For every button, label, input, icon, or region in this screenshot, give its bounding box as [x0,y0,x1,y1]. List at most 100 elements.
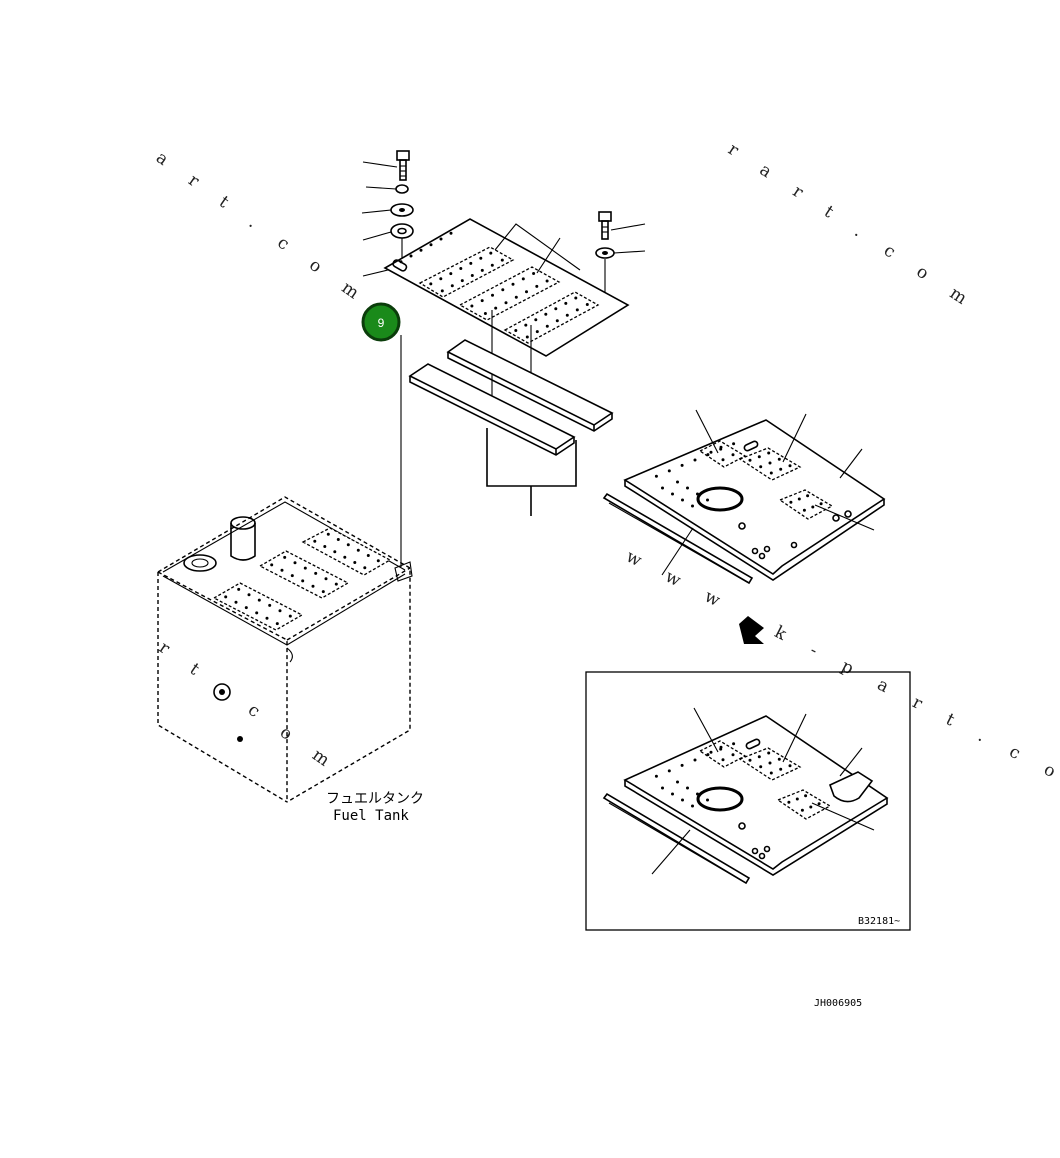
dimple-dot [788,464,792,468]
dimple-dot [525,335,529,339]
dimple-dot [769,771,773,775]
dimple-dot [439,237,443,241]
dimple-dot [326,532,330,536]
dimple-dot [748,458,752,462]
dimple-dot [514,329,518,332]
rubber-washer-left [362,223,414,241]
dimple-dot [429,243,433,247]
dimple-dot [767,751,771,755]
down-arrow-icon [739,616,764,644]
detail-view-frame [585,671,911,931]
dimple-dot [244,606,248,610]
dimple-dot [491,293,494,297]
dimple-dot [731,453,735,457]
dimple-dot [336,538,340,541]
dimple-dot [265,616,269,620]
dimple-dot [691,504,694,508]
dimple-dot [321,590,325,594]
dimple-dot [334,582,338,586]
dimple-dot [555,319,559,323]
dimple-dot [535,330,539,334]
dimple-dot [490,263,494,267]
dimple-dot [676,780,679,784]
dimple-dot [574,296,578,300]
dimple-dot [811,505,815,509]
flat-washer-left [361,203,414,217]
dimple-dot [769,471,773,475]
dimple-dot [275,622,279,626]
dimple-dot [237,587,241,591]
dimple-dot [719,447,723,451]
dimple-dot [806,494,810,498]
floor-plate [623,419,886,581]
dimple-dot [247,593,251,597]
dimple-dot [802,508,806,512]
dimple-dot [706,498,709,502]
dimple-dot [681,498,684,502]
dimple-dot [667,469,671,473]
dimple-dot [788,764,792,768]
dimple-dot [554,307,558,311]
dimple-dot [268,603,272,607]
callout-badge[interactable]: 9 [361,302,401,342]
dimple-dot [680,463,684,467]
dimple-dot [691,804,694,808]
dimple-dot [278,609,282,613]
dimple-dot [759,465,763,469]
dimple-dot [654,774,658,778]
dimple-dot [671,792,674,796]
dimple-dot [777,457,781,461]
floor-seal-strip [602,492,754,585]
fuel-tank-label-jp: フュエルタンク [326,791,424,807]
dimple-dot [504,301,508,305]
dimple-dot [795,797,799,801]
bolt-left [362,150,410,181]
dimple-dot [732,442,736,446]
dimple-dot [270,563,274,567]
dimple-dot [459,267,463,270]
dimple-dot [280,568,284,572]
dimple-dot [800,808,804,812]
dimple-dot [731,753,735,757]
dimple-dot [748,758,752,762]
dimple-dot [525,290,528,294]
watermark-top-right: r a r t . c o m [724,139,980,315]
dimple-dot [480,268,484,272]
dimple-dot [759,765,763,769]
dimple-dot [671,492,674,496]
dimple-dot [521,277,525,281]
dimple-dot [483,312,487,315]
dimple-dot [544,312,548,316]
dimple-dot [696,792,699,796]
dimple-dot [293,561,297,565]
dimple-dot [429,282,433,286]
dimple-dot [511,282,515,286]
watermark-top-left: a r t . c o m [152,148,372,311]
dimple-dot [288,614,292,618]
dimple-dot [779,767,783,771]
dimple-dot [419,248,423,252]
dimple-dot [501,288,505,292]
dimple-dot [353,561,357,564]
dimple-dot [290,574,294,578]
dimple-dot [303,566,307,570]
dimple-dot [470,274,474,277]
dimple-dot [480,299,484,303]
dimple-dot [489,251,493,255]
dimple-dot [534,318,538,322]
dimple-dot [719,747,723,751]
dimple-dot [661,786,664,790]
dimple-dot [817,802,821,806]
bolt-right [598,211,646,240]
dimple-dot [819,502,823,506]
dimple-dot [409,254,413,258]
dimple-dot [234,600,238,604]
dimple-dot [706,798,709,802]
fuel-tank-label-en: Fuel Tank [333,808,409,824]
detail-code: B32181~ [858,916,900,927]
dimple-dot [479,256,483,260]
dimple-dot [787,800,791,804]
dimple-dot [460,279,464,283]
dimple-dot [797,497,801,501]
dimple-dot [585,303,589,306]
